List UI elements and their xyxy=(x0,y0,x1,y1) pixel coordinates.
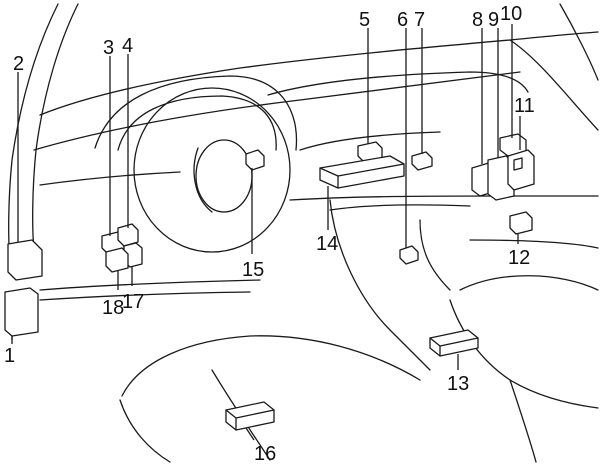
interior-outline xyxy=(8,3,599,463)
component-2 xyxy=(7,239,43,281)
label-1: 1 xyxy=(4,345,15,367)
component-7 xyxy=(411,151,433,171)
callout-labels: 1 2 3 4 5 6 7 8 9 10 11 12 13 14 15 16 1… xyxy=(4,3,535,464)
label-16: 16 xyxy=(254,443,276,464)
component-11 xyxy=(507,149,535,191)
label-11: 11 xyxy=(514,95,535,117)
label-4: 4 xyxy=(122,35,133,57)
label-7: 7 xyxy=(414,9,425,31)
components xyxy=(4,133,535,431)
leader-lines xyxy=(11,24,521,441)
label-8: 8 xyxy=(472,9,483,31)
component-12 xyxy=(509,211,533,235)
label-5: 5 xyxy=(359,9,370,31)
component-16 xyxy=(225,401,275,431)
component-15 xyxy=(245,149,265,171)
label-18: 18 xyxy=(102,297,124,319)
component-1 xyxy=(4,287,39,340)
label-13: 13 xyxy=(447,373,469,395)
component-4 xyxy=(117,223,139,247)
label-2: 2 xyxy=(13,53,24,75)
label-10: 10 xyxy=(500,3,522,25)
label-9: 9 xyxy=(488,9,499,31)
component-6 xyxy=(399,245,419,265)
label-17: 17 xyxy=(122,291,144,313)
component-14 xyxy=(319,155,405,189)
label-15: 15 xyxy=(242,259,264,281)
component-13 xyxy=(429,329,479,357)
label-12: 12 xyxy=(508,247,530,269)
label-6: 6 xyxy=(397,9,408,31)
label-14: 14 xyxy=(316,233,338,255)
component-18 xyxy=(105,247,129,273)
label-3: 3 xyxy=(103,37,114,59)
